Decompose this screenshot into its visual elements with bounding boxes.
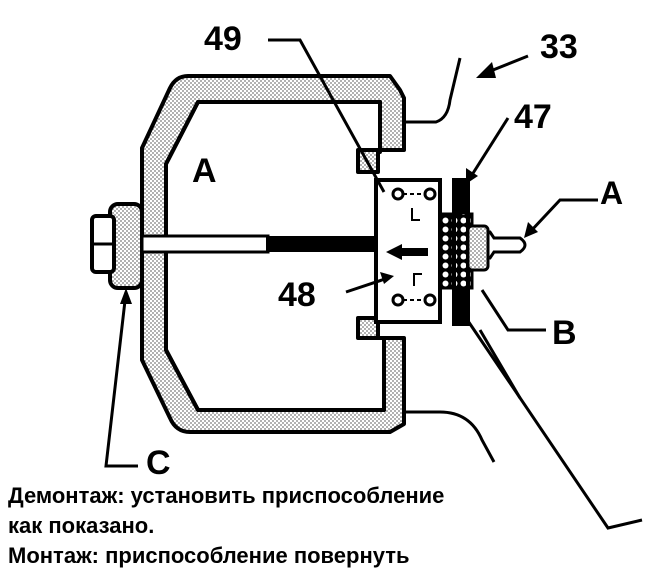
label-b: B <box>552 314 577 352</box>
label-49: 49 <box>204 20 242 58</box>
label-a-inner: A <box>192 152 217 190</box>
label-a-outer: A <box>600 175 623 211</box>
arrowhead-48 <box>380 272 394 284</box>
arrowhead-c <box>120 288 132 304</box>
housing-line-top <box>404 57 462 124</box>
block-detail <box>411 208 420 221</box>
direction-arrow <box>386 244 428 260</box>
shaft-collar <box>466 224 490 272</box>
label-47: 47 <box>514 98 552 136</box>
caption-line-2: как показано. <box>8 513 155 538</box>
bearing-outer-hole <box>456 214 466 288</box>
label-33: 33 <box>540 28 578 66</box>
arrowhead-33 <box>476 62 496 78</box>
caption-line-1: Демонтаж: установить приспособление <box>8 483 445 508</box>
frame-inner-outline <box>164 100 386 412</box>
leader-lines <box>104 38 643 530</box>
caption-line-3: Монтаж: приспособление повернуть <box>8 543 410 568</box>
spindle-light <box>140 234 270 254</box>
label-48: 48 <box>278 276 316 314</box>
arrowhead-a <box>524 222 538 238</box>
arrowhead-47 <box>466 168 478 184</box>
housing-line-bottom <box>404 410 496 463</box>
block-detail-2 <box>413 273 422 286</box>
rivets <box>391 187 437 307</box>
spindle-dark <box>266 236 378 252</box>
label-c: C <box>146 444 171 482</box>
